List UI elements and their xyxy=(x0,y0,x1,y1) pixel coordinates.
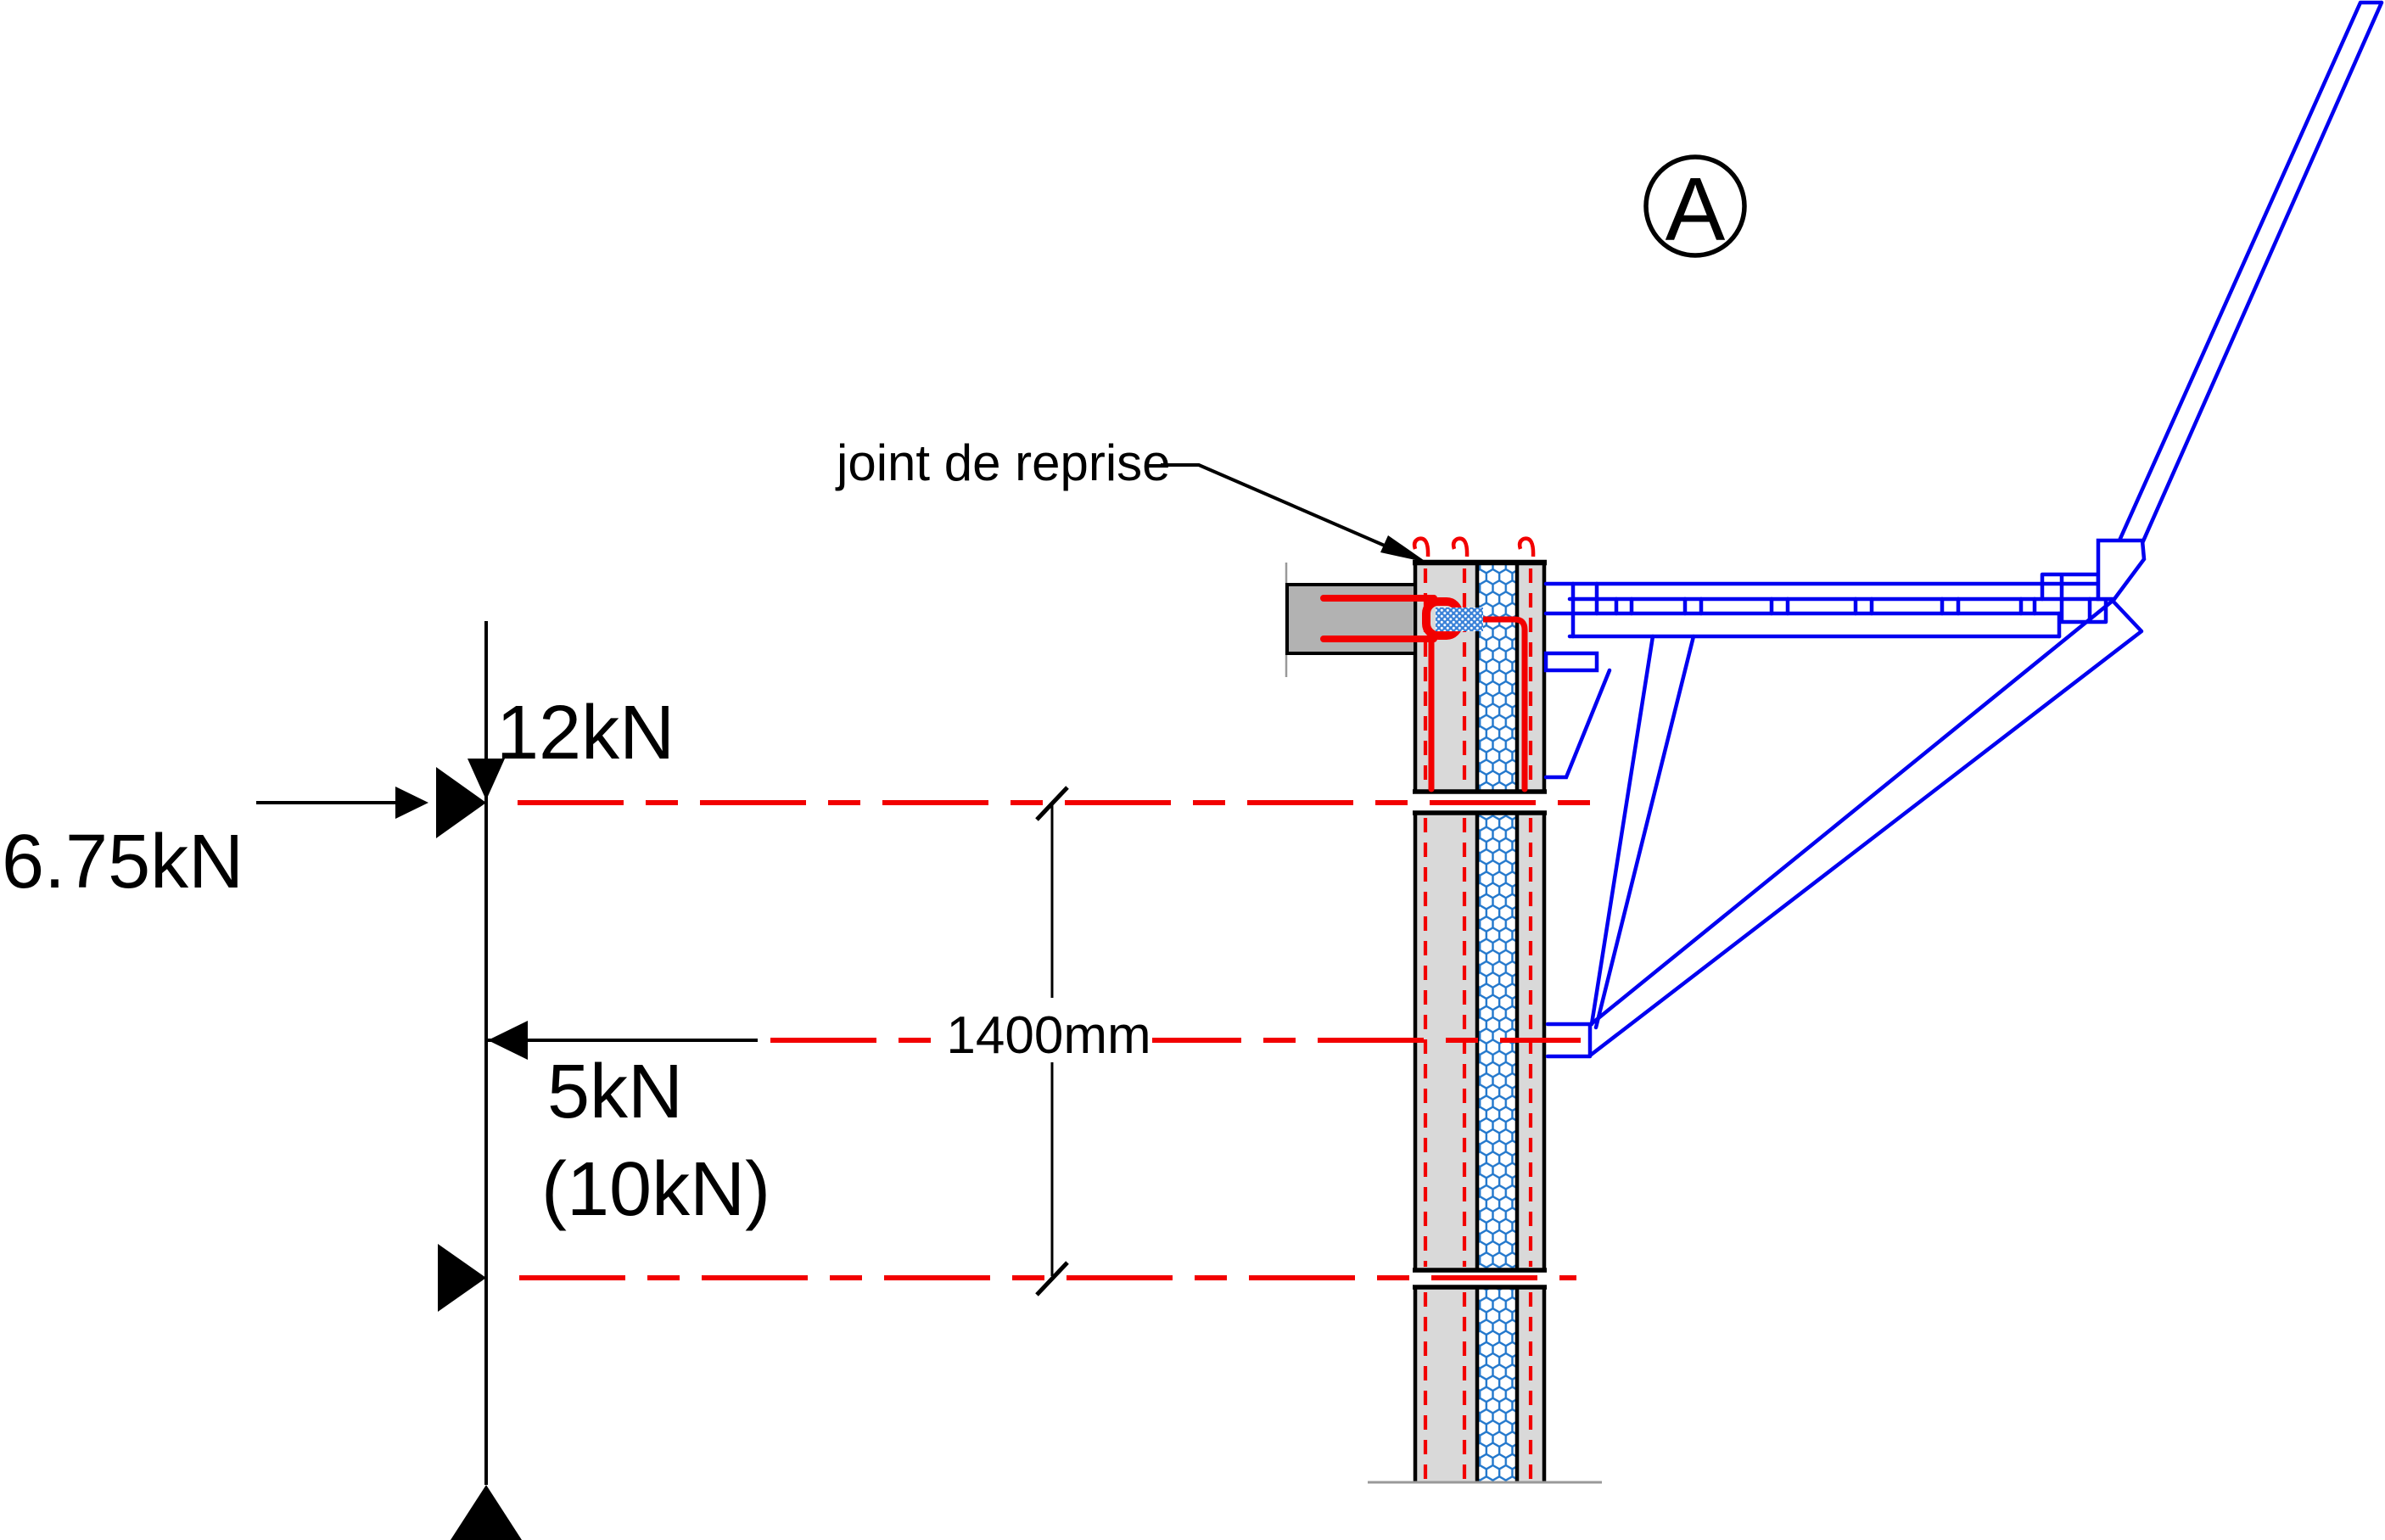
force-label-12kn: 12kN xyxy=(496,691,675,776)
rebar-axis-dashed xyxy=(1423,1292,1533,1480)
upper-knee-brace xyxy=(1543,668,1612,780)
diagonal-strut xyxy=(1587,598,2144,1058)
leader-line xyxy=(1161,463,1399,553)
deck-chords xyxy=(1543,581,2117,639)
arrow-right-marker-icon xyxy=(438,1244,486,1312)
force-diagram: 12kN 6.75kN 5kN (10kN) xyxy=(2,621,770,1540)
detail-marker-letter: A xyxy=(1666,160,1726,260)
steel-balcony-bracket xyxy=(1543,0,2384,1059)
dimension-tick-icons xyxy=(1035,786,1069,1296)
insulation-hatch xyxy=(1477,563,1517,792)
arrow-right-icon xyxy=(395,787,428,819)
wall-fixing-plate xyxy=(1543,651,1599,673)
arrow-right-large-icon xyxy=(436,767,486,838)
dimension-text-mask xyxy=(949,998,1152,1062)
outer-dowel-bar xyxy=(1453,616,1528,792)
reinforcement-bars xyxy=(1320,595,1528,792)
hook-icon xyxy=(1451,536,1470,557)
shear-connector-patch xyxy=(1436,608,1483,631)
end-cleats xyxy=(2059,596,2108,624)
hanger-rods xyxy=(1589,634,1696,1030)
wall-section-lower xyxy=(1368,1285,1602,1484)
lower-fixing-bracket xyxy=(1545,1022,1593,1059)
arrow-left-icon xyxy=(488,1021,528,1060)
wall-layer-lines xyxy=(1413,563,1547,792)
load-axis-lines xyxy=(518,800,1591,1280)
wall-layer-lines xyxy=(1413,1287,1547,1482)
leader-text: joint de reprise xyxy=(835,434,1171,491)
leader-arrow-icon xyxy=(1380,535,1427,563)
pin-support-icon xyxy=(451,1485,522,1540)
force-label-10kn: (10kN) xyxy=(541,1147,770,1232)
force-label-675kn: 6.75kN xyxy=(2,820,244,904)
deck-joist-marks xyxy=(1570,581,2062,639)
end-seat-box xyxy=(2040,572,2101,602)
floor-slab-beam xyxy=(1285,563,1417,677)
arrow-down-icon xyxy=(467,759,505,800)
starter-bar-hooks xyxy=(1412,536,1536,557)
wall-joint-edges xyxy=(1413,810,1547,1273)
joint-leader: joint de reprise xyxy=(835,434,1427,563)
force-label-5kn: 5kN xyxy=(547,1050,683,1134)
insulation-hatch xyxy=(1477,1287,1517,1482)
hook-icon xyxy=(1412,536,1430,557)
facade-mullion xyxy=(2117,0,2384,546)
detail-marker-circle xyxy=(1643,154,1747,258)
strut-shoe xyxy=(2096,538,2147,602)
dimension-text: 1400mm xyxy=(946,1006,1151,1065)
sandwich-wall xyxy=(1368,536,1602,1484)
hook-icon xyxy=(1517,536,1536,557)
detail-marker: A xyxy=(1643,154,1747,260)
dimension-1400mm: 1400mm xyxy=(946,786,1152,1296)
